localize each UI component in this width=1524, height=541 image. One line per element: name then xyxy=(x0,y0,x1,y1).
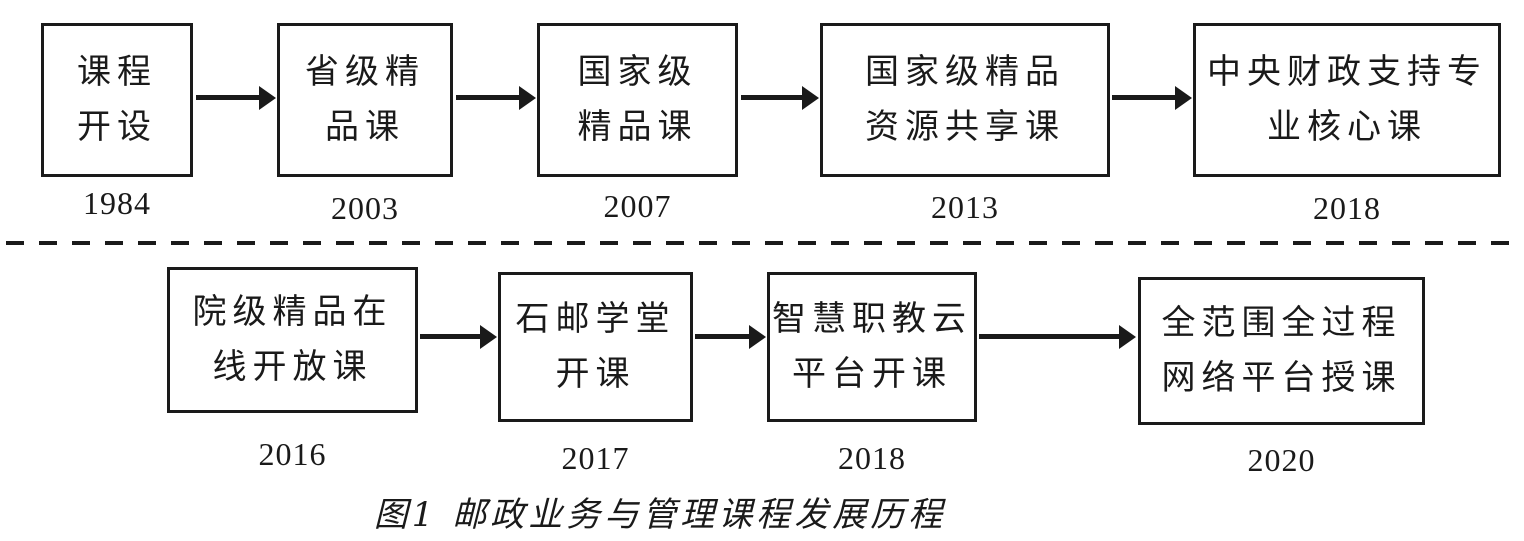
stage-label-line: 国家级精品 xyxy=(865,54,1065,91)
stage-year: 2020 xyxy=(1247,442,1316,478)
flow-arrow-icon xyxy=(196,95,259,100)
flow-arrow-icon xyxy=(695,334,749,339)
stage-label-line: 平台开课 xyxy=(792,356,952,393)
stage-label-line: 开课 xyxy=(555,356,636,393)
dashed-divider xyxy=(6,241,1520,245)
stage-year: 2007 xyxy=(603,188,672,224)
stage-year: 2017 xyxy=(561,440,630,476)
flow-arrow-icon xyxy=(979,334,1119,339)
stage-year: 2016 xyxy=(258,436,327,472)
stage-year: 2013 xyxy=(931,189,999,225)
stage-label-line: 院级精品在 xyxy=(192,294,393,331)
stage-box-national-quality-course: 国家级 精品课 xyxy=(537,23,738,177)
stage-box-college-online-open-course: 院级精品在 线开放课 xyxy=(167,267,418,413)
stage-box-national-resource-sharing-course: 国家级精品 资源共享课 xyxy=(820,23,1110,177)
stage-box-central-finance-core-course: 中央财政支持专 业核心课 xyxy=(1193,23,1501,177)
stage-box-course-established: 课程 开设 xyxy=(41,23,193,177)
stage-label-line: 课程 xyxy=(77,54,157,91)
flow-arrow-icon xyxy=(1112,95,1175,100)
flow-arrow-icon xyxy=(741,95,802,100)
stage-year: 2018 xyxy=(838,440,906,476)
stage-box-provincial-quality-course: 省级精 品课 xyxy=(277,23,453,177)
stage-box-full-network-platform-teaching: 全范围全过程 网络平台授课 xyxy=(1138,277,1425,425)
stage-box-smart-vocational-cloud-course: 智慧职教云 平台开课 xyxy=(767,272,977,422)
stage-year: 2018 xyxy=(1313,190,1381,226)
flow-arrow-icon xyxy=(456,95,519,100)
stage-label-line: 省级精 xyxy=(305,54,425,91)
flow-arrow-icon xyxy=(420,334,480,339)
stage-box-shiyou-xuetang-course: 石邮学堂 开课 xyxy=(498,272,693,422)
stage-year: 1984 xyxy=(83,185,151,221)
stage-label-line: 中央财政支持专 xyxy=(1207,54,1487,91)
stage-year: 2003 xyxy=(331,190,399,226)
stage-label-line: 品课 xyxy=(325,109,405,146)
stage-label-line: 全范围全过程 xyxy=(1161,305,1402,342)
stage-label-line: 精品课 xyxy=(577,109,698,146)
stage-label-line: 智慧职教云 xyxy=(772,301,972,338)
stage-label-line: 国家级 xyxy=(577,54,698,91)
stage-label-line: 网络平台授课 xyxy=(1161,360,1402,397)
stage-label-line: 线开放课 xyxy=(212,349,373,386)
stage-label-line: 业核心课 xyxy=(1267,109,1427,146)
figure-caption: 图1 邮政业务与管理课程发展历程 xyxy=(373,495,947,535)
stage-label-line: 资源共享课 xyxy=(865,109,1065,146)
stage-label-line: 开设 xyxy=(77,109,157,146)
stage-label-line: 石邮学堂 xyxy=(515,301,676,338)
